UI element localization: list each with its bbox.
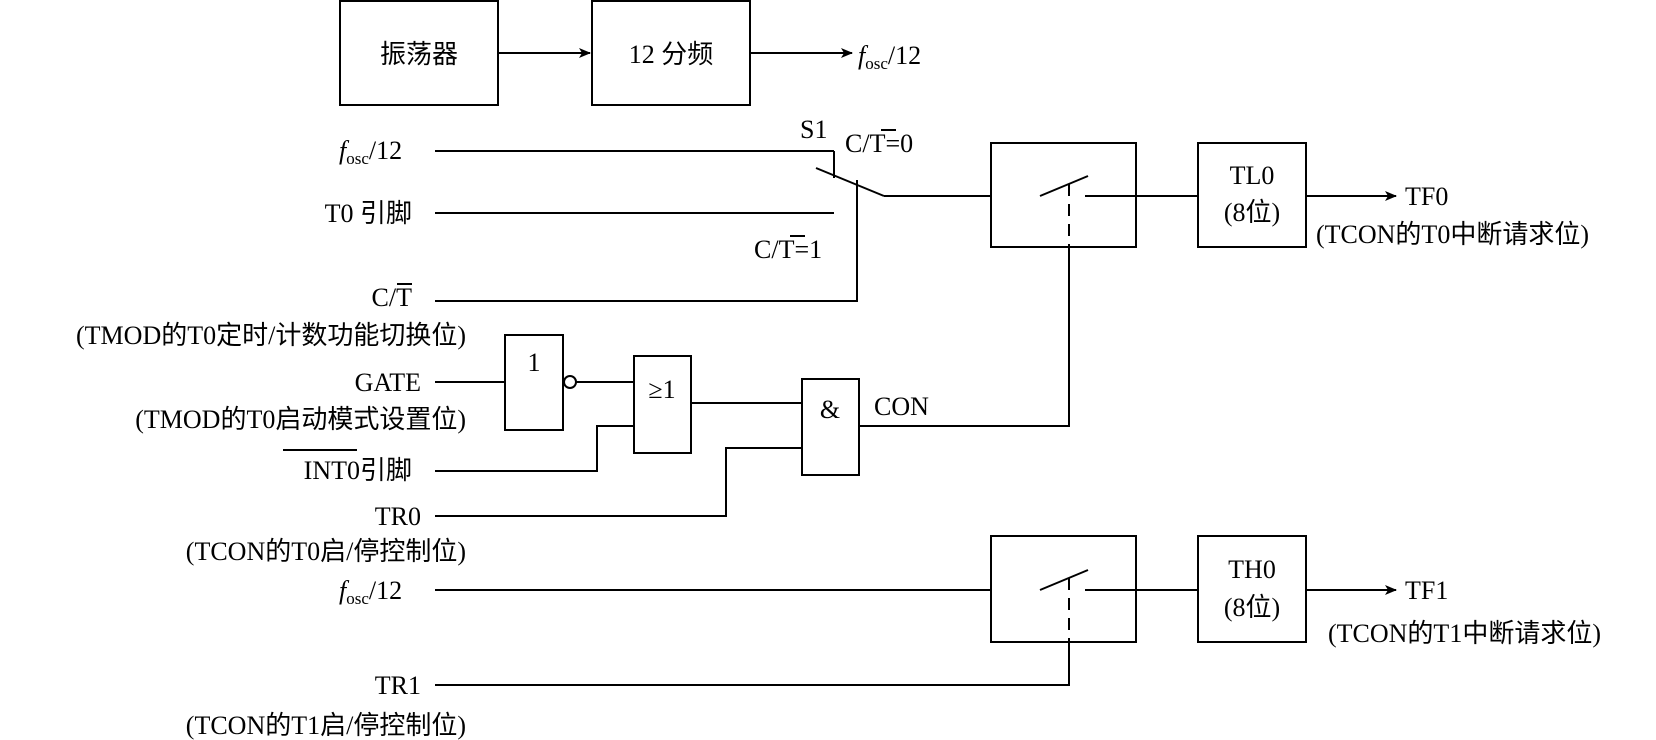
tf0-desc: (TCON的T0中断请求位) [1316,220,1589,249]
fosc12-input-label: fosc/12 [339,136,402,168]
tf1-desc: (TCON的T1中断请求位) [1328,619,1601,648]
tr1-desc-label: (TCON的T1启/停控制位) [186,711,466,740]
th0-bits: (8位) [1224,593,1280,622]
not-gate-block [504,334,564,431]
or-gate-label: ≥1 [648,375,675,404]
oscillator-label: 振荡器 [380,40,458,69]
not-gate-label: 1 [528,348,541,377]
top-fosc12-label: fosc/12 [858,41,921,73]
con-label: CON [874,392,929,421]
tr1-line [435,642,1070,686]
gate-desc-label: (TMOD的T0启动模式设置位) [135,405,466,434]
int0-pin-label: INT0引脚 [304,456,412,485]
tr1-input-label: TR1 [375,671,421,700]
and-gate-block [801,378,860,476]
tr0-input-label: TR0 [375,502,421,531]
tl0-register-block [1197,142,1307,248]
divider-block [591,0,751,106]
or-gate-block [633,355,692,454]
th0-name: TH0 [1228,555,1276,584]
t0-pin-label: T0 引脚 [325,199,412,228]
tf0-label: TF0 [1405,182,1448,211]
tr0-line [435,447,802,517]
switch-ct1-label: C/T=1 [754,235,822,264]
not-gate-inverter-bubble [563,375,577,389]
switch-s1-blade [815,167,885,197]
tl0-bits: (8位) [1224,198,1280,227]
tf1-label: TF1 [1405,576,1448,605]
ct-input-label: C/T [372,283,413,312]
fosc12-th0-input-label: fosc/12 [339,576,402,608]
con-line [859,247,1070,427]
and-gate-label: & [820,395,840,424]
int0-line [435,425,634,472]
switch-s1-label: S1 [800,115,827,144]
ct-control-line [435,180,858,302]
ct-desc-label: (TMOD的T0定时/计数功能切换位) [76,321,466,350]
switch-ct0-label: C/T=0 [845,129,913,158]
tl0-name: TL0 [1230,161,1275,190]
th0-gate-blade [1039,569,1089,591]
tr0-desc-label: (TCON的T0启/停控制位) [186,537,466,566]
gate-input-label: GATE [355,368,421,397]
tl0-gate-blade [1039,175,1089,197]
th0-register-block [1197,535,1307,643]
oscillator-block [339,0,499,106]
divider-label: 12 分频 [629,40,714,69]
